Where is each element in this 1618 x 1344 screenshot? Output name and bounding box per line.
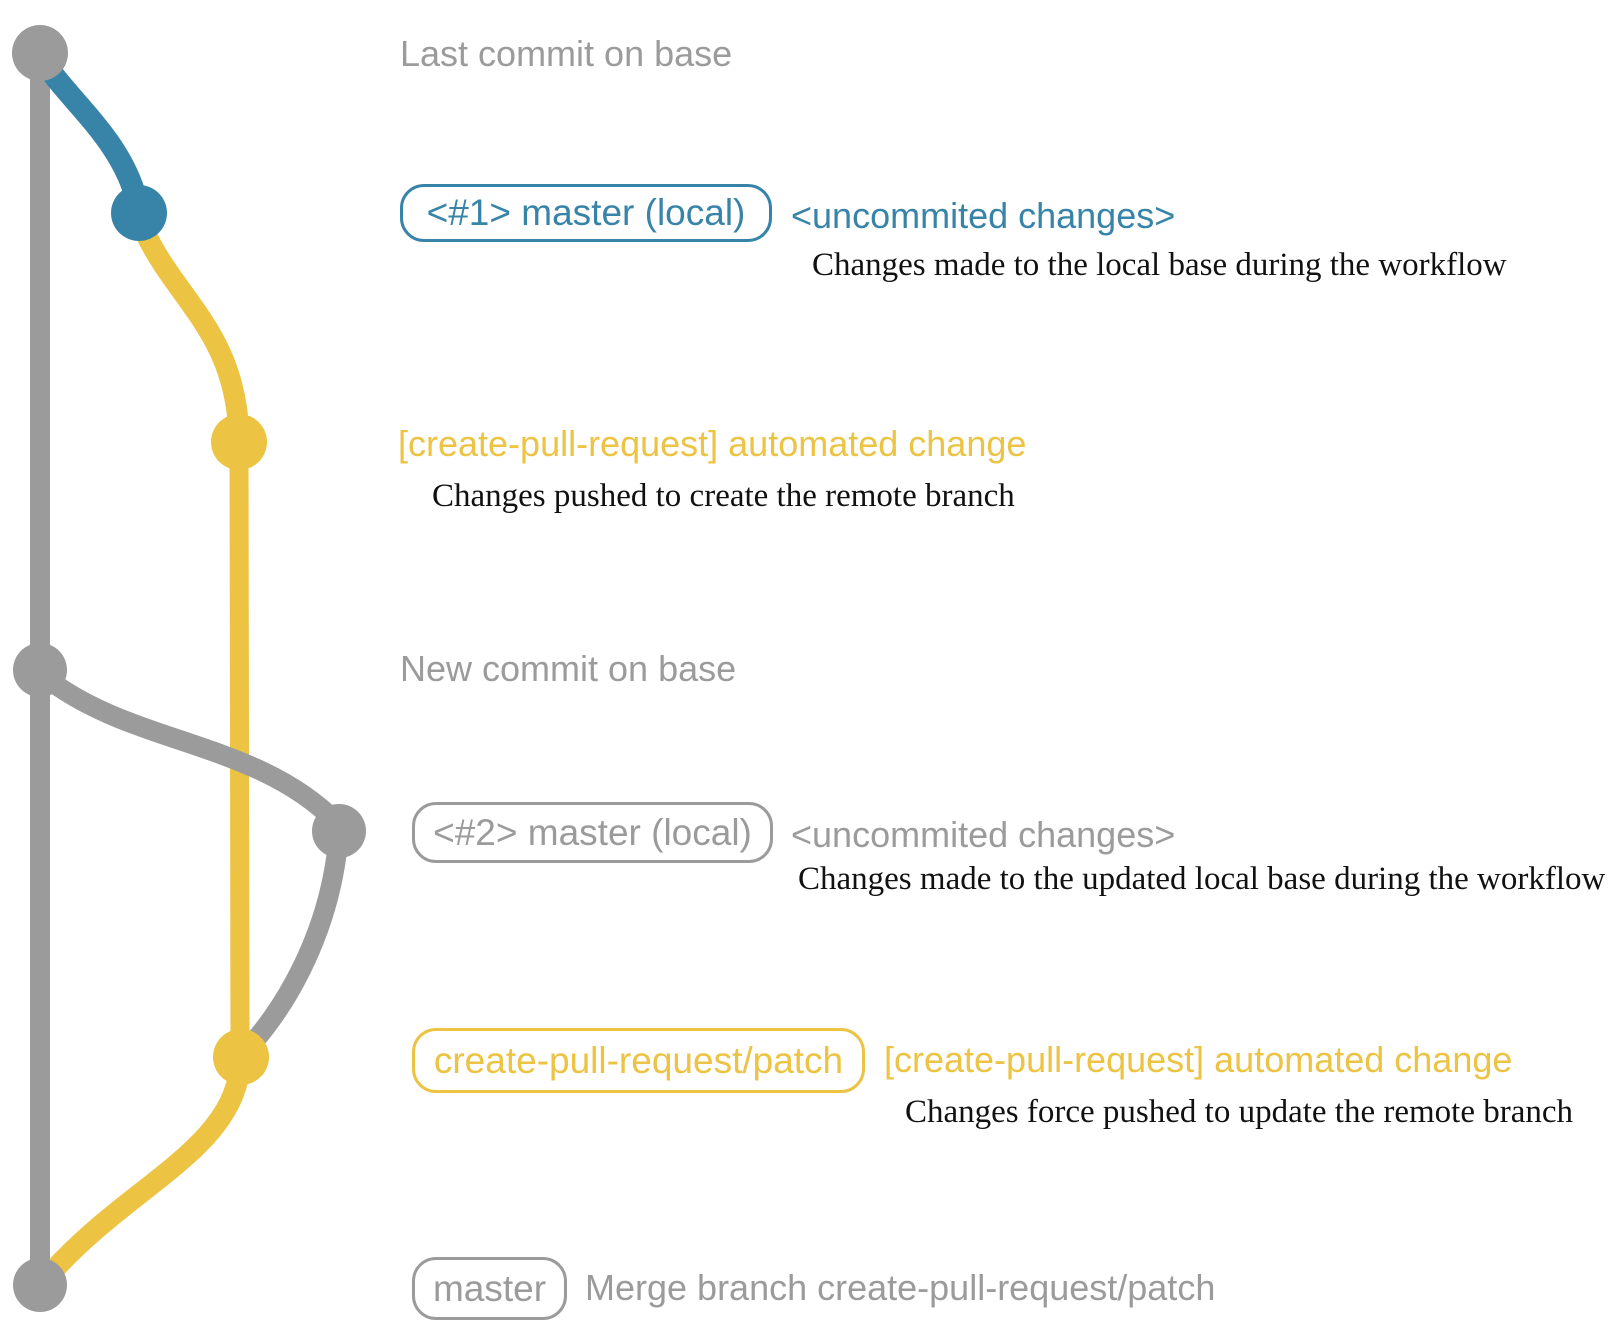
commit-message-automated-change-1: [create-pull-request] automated change xyxy=(398,423,1027,464)
branch-badge-master-local-1-label: <#1> master (local) xyxy=(426,192,746,233)
branch-badge-master-local-2-label: <#2> master (local) xyxy=(433,811,752,853)
description-force-push-update: Changes force pushed to update the remot… xyxy=(905,1094,1574,1130)
patch-branch-create-curve xyxy=(132,217,250,446)
branch-badge-master-local-2: <#2> master (local) xyxy=(412,802,773,863)
commit-message-merge-branch: Merge branch create-pull-request/patch xyxy=(585,1267,1216,1308)
force-push-curve xyxy=(236,833,348,1060)
label-last-commit-on-base: Last commit on base xyxy=(400,33,733,74)
commit-dot-last-base xyxy=(12,25,68,81)
description-local-changes-1: Changes made to the local base during th… xyxy=(812,247,1507,283)
description-push-create-branch: Changes pushed to create the remote bran… xyxy=(432,478,1015,514)
commit-dot-patch-2 xyxy=(213,1029,269,1085)
branch-badge-create-pull-request-patch-label: create-pull-request/patch xyxy=(433,1039,844,1081)
branch-badge-master: master xyxy=(412,1257,567,1320)
local-rebase-curve xyxy=(34,666,346,832)
commit-message-automated-change-2: [create-pull-request] automated change xyxy=(884,1039,1513,1080)
branch-badge-create-pull-request-patch: create-pull-request/patch xyxy=(412,1028,865,1093)
commit-dot-merge xyxy=(13,1258,67,1312)
note-uncommitted-changes-1: <uncommited changes> xyxy=(791,195,1176,236)
label-new-commit-on-base: New commit on base xyxy=(400,648,737,689)
commit-dot-new-base xyxy=(13,643,67,697)
local-changes-branch-curve xyxy=(31,47,148,213)
note-uncommitted-changes-2: <uncommited changes> xyxy=(791,814,1176,855)
branch-badge-master-label: master xyxy=(432,1267,547,1309)
commit-dot-patch-1 xyxy=(211,414,267,470)
commit-dot-uncommitted-2 xyxy=(312,804,366,858)
commit-dot-uncommitted-1 xyxy=(111,185,167,241)
description-local-changes-2: Changes made to the updated local base d… xyxy=(798,861,1606,897)
branch-badge-master-local-1: <#1> master (local) xyxy=(400,184,772,242)
patch-branch-line xyxy=(229,430,250,1062)
merge-curve xyxy=(41,1055,251,1283)
